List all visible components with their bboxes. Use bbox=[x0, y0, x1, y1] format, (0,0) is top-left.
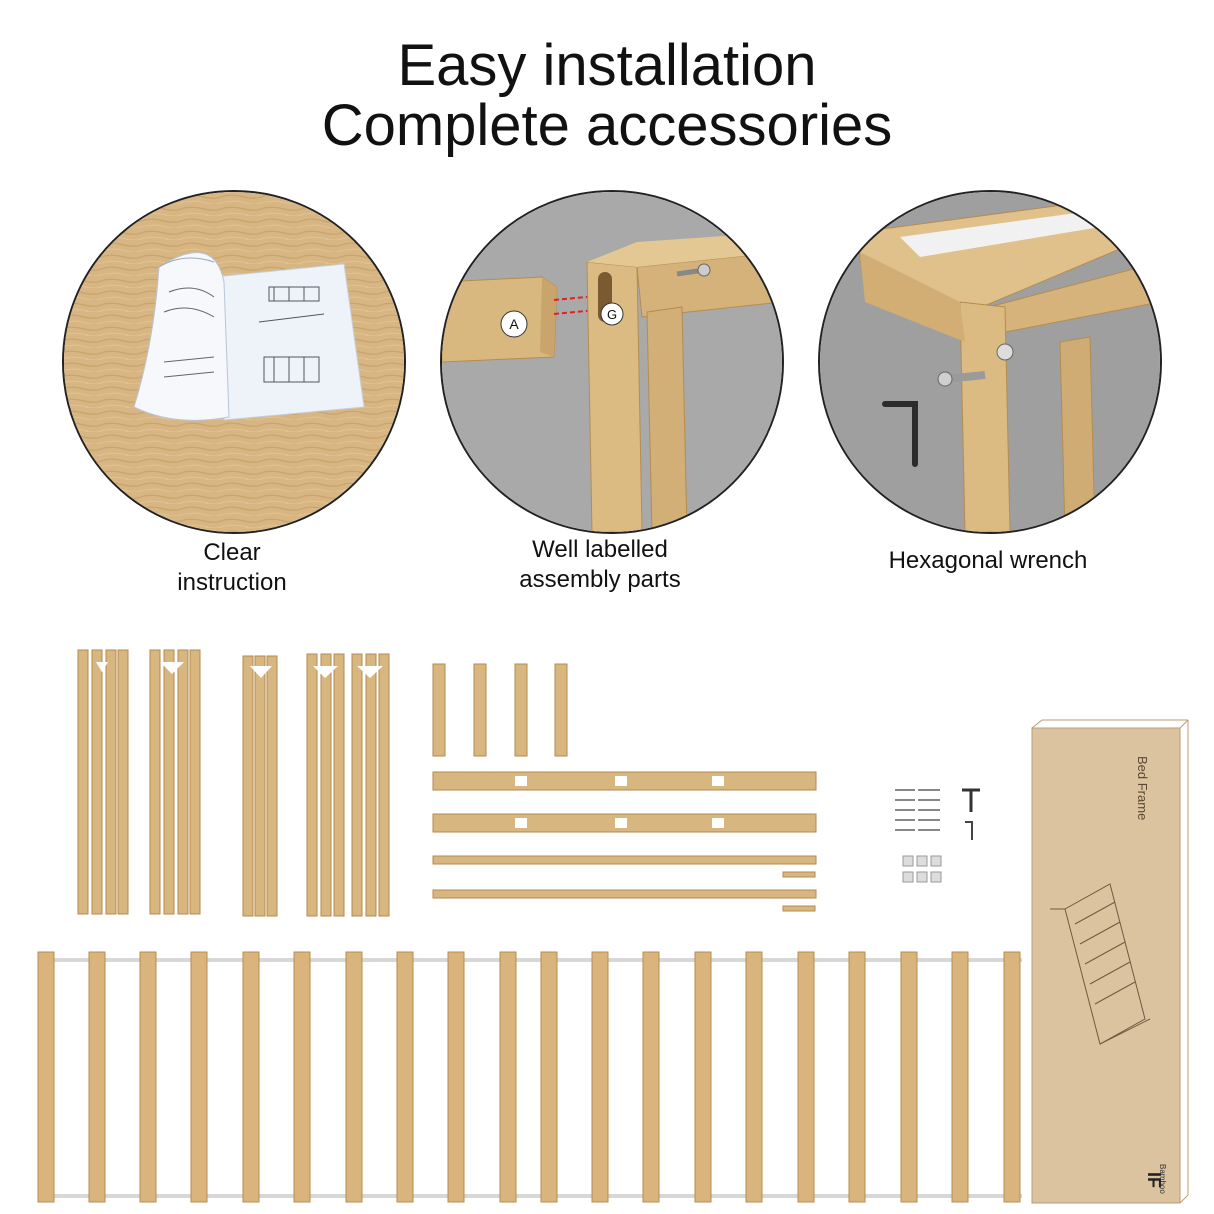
labelled-joint-icon: A G bbox=[442, 192, 782, 532]
hex-wrench-photo bbox=[818, 190, 1162, 534]
box-title: Bed Frame bbox=[1135, 756, 1150, 820]
hardware-bag bbox=[895, 789, 940, 831]
box-brand-mark: IF bbox=[1144, 1172, 1164, 1188]
post-group bbox=[77, 649, 390, 917]
box-brand-name: Bamboo bbox=[1158, 1164, 1167, 1194]
headline-line-1: Easy installation bbox=[397, 33, 817, 98]
instruction-photo bbox=[62, 190, 406, 534]
parts-layout: Bed Frame IF Bamboo bbox=[37, 649, 1189, 1204]
instruction-manual-icon bbox=[64, 192, 404, 532]
headline-line-2: Complete accessories bbox=[321, 93, 893, 158]
caption-hex-wrench: Hexagonal wrench bbox=[888, 547, 1088, 574]
hex-wrench-icon bbox=[820, 192, 1160, 532]
label-a: A bbox=[509, 316, 519, 332]
label-g: G bbox=[607, 307, 617, 322]
slat-group bbox=[37, 951, 1021, 1203]
shipping-box: Bed Frame IF Bamboo bbox=[1031, 719, 1189, 1204]
labelled-parts-photo: A G bbox=[440, 190, 784, 534]
caption-clear-instruction: Clear instruction bbox=[177, 539, 287, 596]
caption-labelled-parts: Well labelled assembly parts bbox=[519, 536, 681, 593]
